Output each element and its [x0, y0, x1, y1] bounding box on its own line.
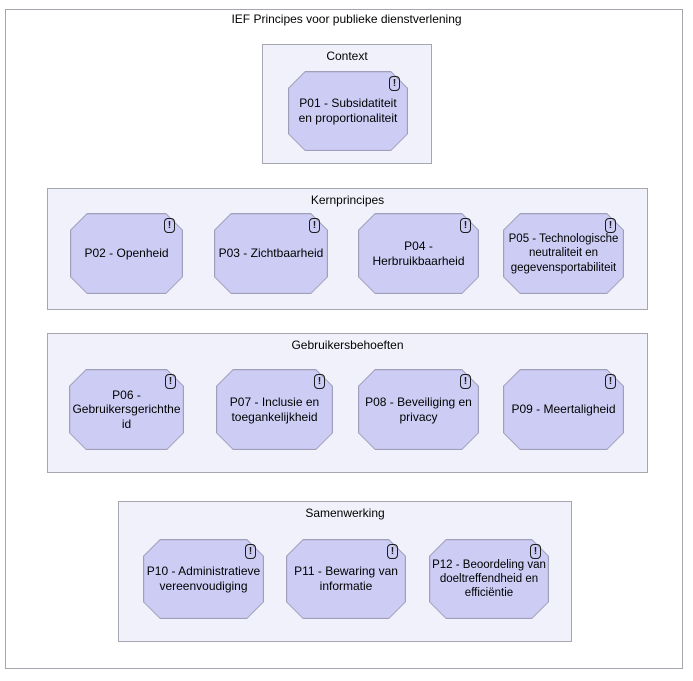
principle-p08-label: P08 - Beveiliging en privacy — [365, 394, 472, 424]
principle-p09-outline — [503, 369, 624, 450]
group-gebruikersbehoeften[interactable]: Gebruikersbehoeften ! P06 - Gebruikersge… — [47, 333, 648, 473]
principle-p04-label: P04 - Herbruikbaarheid — [372, 238, 465, 268]
principle-p12-label: P12 - Beoordeling van doeltreffendheid e… — [432, 558, 546, 599]
principle-p12-outline — [429, 539, 549, 619]
principle-exclamation-icon: ! — [164, 218, 175, 233]
principle-p03[interactable]: ! P03 - Zichtbaarheid — [214, 213, 328, 294]
principle-p04-outline — [358, 213, 479, 294]
principle-p11-label: P11 - Bewaring van informatie — [294, 564, 398, 593]
principle-p05-label: P05 - Technologische neutraliteit en geg… — [508, 233, 619, 274]
principle-p02[interactable]: ! P02 - Openheid — [70, 213, 183, 294]
group-gebruikersbehoeften-label: Gebruikersbehoeften — [291, 338, 404, 352]
principle-p12[interactable]: ! P12 - Beoordeling van doeltreffendheid… — [429, 539, 549, 619]
principle-p08-outline — [358, 369, 479, 450]
principle-p01[interactable]: ! P01 - Subsidatiteit en proportionalite… — [288, 71, 408, 151]
principle-exclamation-icon: ! — [314, 374, 325, 389]
group-context[interactable]: Context ! P01 - Subsidatiteit en proport… — [262, 44, 432, 164]
principle-exclamation-icon: ! — [605, 374, 616, 389]
principle-exclamation-icon: ! — [389, 76, 400, 91]
principle-exclamation-icon: ! — [245, 544, 256, 559]
principle-exclamation-icon: ! — [387, 544, 398, 559]
group-kernprincipes-label: Kernprincipes — [310, 193, 385, 207]
principle-p06-outline — [69, 369, 184, 450]
principle-p04[interactable]: ! P04 - Herbruikbaarheid — [358, 213, 479, 294]
principle-exclamation-icon: ! — [165, 374, 176, 389]
principle-p01-outline — [288, 71, 408, 151]
principle-p08[interactable]: ! P08 - Beveiliging en privacy — [358, 369, 479, 450]
principle-p05-outline — [503, 213, 624, 294]
principle-p11-outline — [286, 539, 406, 619]
principle-exclamation-icon: ! — [460, 374, 471, 389]
principle-p07-label: P07 - Inclusie en toegankelijkheid — [229, 394, 320, 424]
principle-p10-label: P10 - Administratieve vereenvoudiging — [146, 564, 261, 593]
principle-p06[interactable]: ! P06 - Gebruikersgerichtheid — [69, 369, 184, 450]
principle-p10[interactable]: ! P10 - Administratieve vereenvoudiging — [143, 539, 264, 619]
group-samenwerking[interactable]: Samenwerking ! P10 - Administratieve ver… — [118, 501, 572, 642]
principle-p01-label: P01 - Subsidatiteit en proportionaliteit — [298, 96, 398, 125]
principle-p09-label: P09 - Meertaligheid — [511, 402, 616, 417]
principle-p02-label: P02 - Openheid — [84, 246, 169, 261]
principle-exclamation-icon: ! — [309, 218, 320, 233]
principle-p03-label: P03 - Zichtbaarheid — [218, 246, 324, 261]
group-context-label: Context — [326, 49, 368, 63]
principle-exclamation-icon: ! — [530, 544, 541, 559]
principle-p02-outline — [70, 213, 183, 294]
principle-exclamation-icon: ! — [460, 218, 471, 233]
principle-p11[interactable]: ! P11 - Bewaring van informatie — [286, 539, 406, 619]
diagram-title: IEF Principes voor publieke dienstverlen… — [231, 12, 462, 26]
group-samenwerking-label: Samenwerking — [305, 506, 385, 520]
principle-exclamation-icon: ! — [605, 218, 616, 233]
principle-p10-outline — [143, 539, 264, 619]
principle-p07[interactable]: ! P07 - Inclusie en toegankelijkheid — [216, 369, 333, 450]
group-kernprincipes[interactable]: Kernprincipes ! P02 - Openheid ! P03 - Z… — [47, 188, 648, 310]
principle-p09[interactable]: ! P09 - Meertaligheid — [503, 369, 624, 450]
principle-p05[interactable]: ! P05 - Technologische neutraliteit en g… — [503, 213, 624, 294]
principle-p07-outline — [216, 369, 333, 450]
principle-p06-label: P06 - Gebruikersgerichtheid — [72, 387, 181, 431]
